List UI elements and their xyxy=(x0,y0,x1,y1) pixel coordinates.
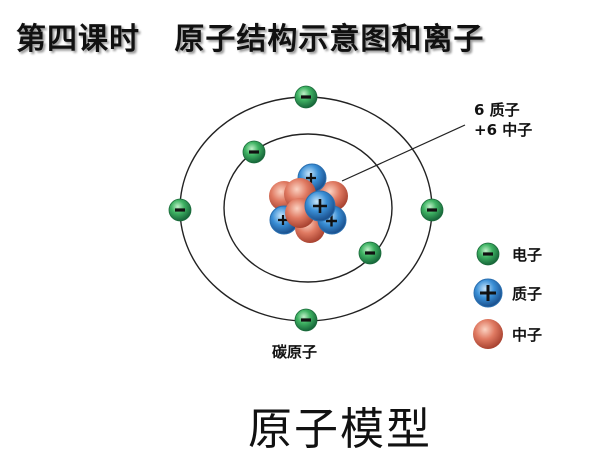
legend-neutron-icon xyxy=(473,319,503,349)
legend-item-proton: 质子 xyxy=(474,279,542,307)
callout-neutrons: +6 中子 xyxy=(474,121,533,139)
callout-protons: 6 质子 xyxy=(474,101,520,119)
page-title: 第四课时 原子结构示意图和离子 xyxy=(16,22,485,57)
legend-proton-icon xyxy=(473,278,503,308)
callout-line xyxy=(341,124,466,182)
legend-label: 中子 xyxy=(512,325,543,344)
legend-label: 电子 xyxy=(512,245,543,264)
nucleus-callout: 6 质子 +6 中子 xyxy=(474,100,532,140)
electron-icon xyxy=(242,140,266,164)
footer-caption: 原子模型 xyxy=(248,404,432,455)
inner-orbit xyxy=(223,133,393,283)
atom-caption: 碳原子 xyxy=(272,343,318,361)
nucleus xyxy=(269,163,348,243)
legend-label: 质子 xyxy=(512,284,543,303)
legend-electron-icon xyxy=(476,242,500,266)
electron-icon xyxy=(420,198,444,222)
electron-icon xyxy=(168,198,192,222)
electron-icon xyxy=(294,308,318,332)
electron-icon xyxy=(294,85,318,109)
electron-icon xyxy=(358,241,382,265)
legend-item-electron: 电子 xyxy=(474,240,542,268)
legend-item-neutron: 中子 xyxy=(474,320,542,348)
